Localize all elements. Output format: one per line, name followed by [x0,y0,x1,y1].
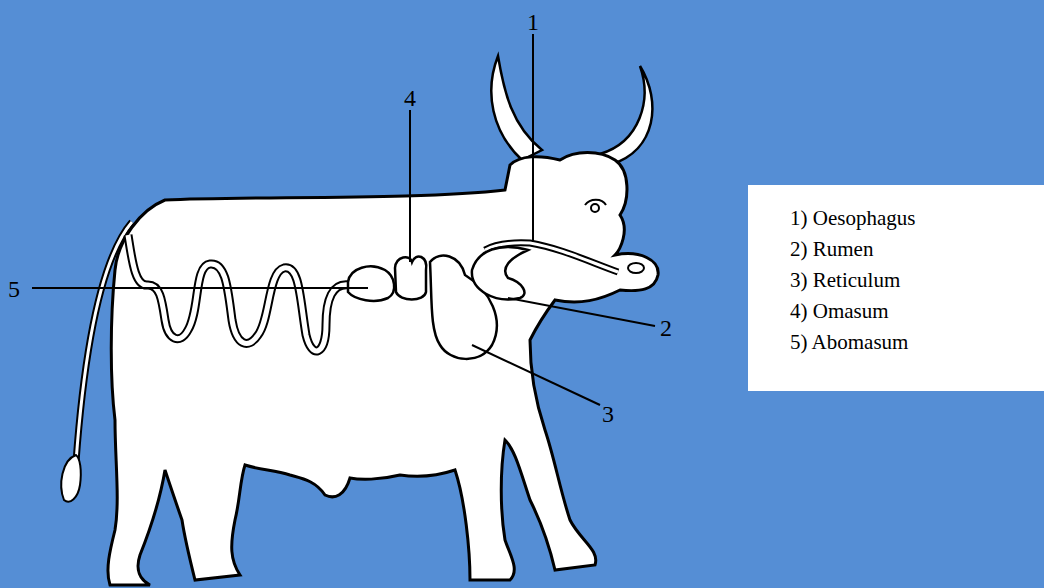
callout-number: 2 [660,316,672,340]
intestine [128,235,350,351]
leader-line [508,298,655,326]
callout-number: 1 [527,10,539,34]
tail-tuft [61,455,80,502]
omasum [395,256,426,299]
intestine-fill [128,235,350,351]
leader-line [409,110,411,262]
cow-outline [108,153,658,586]
leader-line [32,287,368,289]
list-item: 5) Abomasum [790,327,1034,358]
eye [591,204,599,212]
leader-line [472,345,600,405]
legend-box: 1) Oesophagus2) Rumen3) Reticulum4) Omas… [748,185,1044,391]
list-item: 3) Reticulum [790,265,1034,296]
callout-number: 5 [8,277,20,301]
nostril [628,263,644,273]
callout-number: 3 [602,402,614,426]
callout-number: 4 [404,86,416,110]
horn [600,66,652,164]
list-item: 2) Rumen [790,234,1034,265]
abomasum [348,266,394,300]
rumen [472,247,528,299]
list-item: 4) Omasum [790,296,1034,327]
horn [491,56,542,160]
leader-line [532,34,534,242]
list-item: 1) Oesophagus [790,203,1034,234]
